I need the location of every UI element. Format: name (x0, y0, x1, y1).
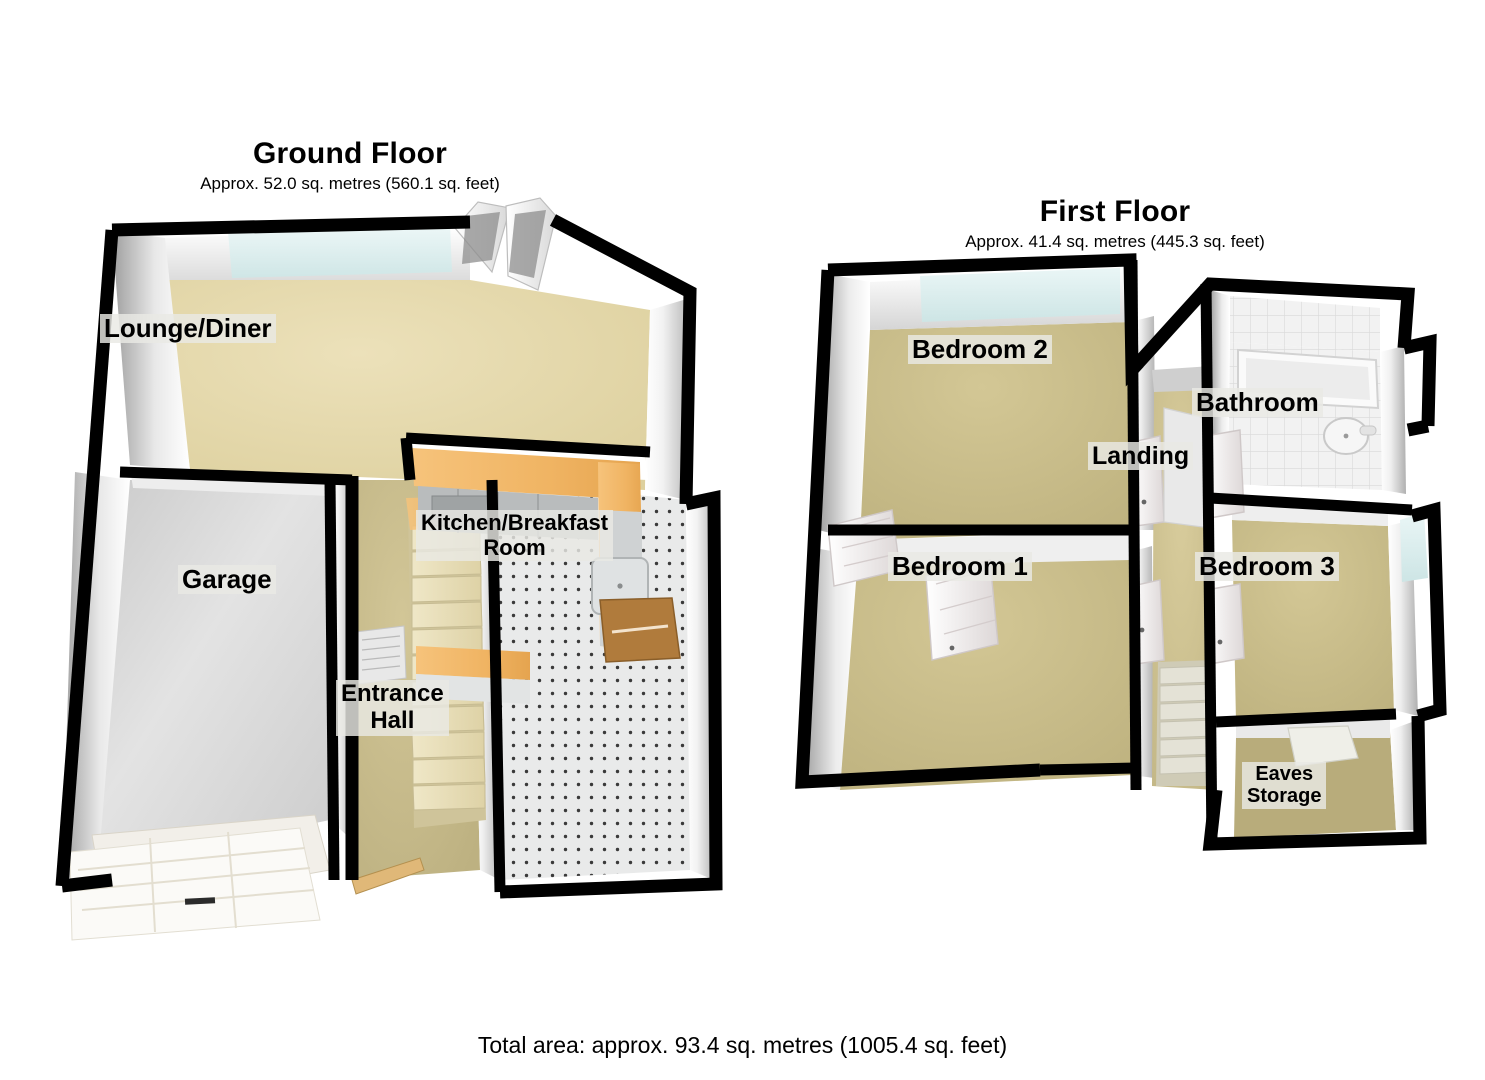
room-label-lounge-diner: Lounge/Diner (100, 313, 276, 344)
total-area-text: Total area: approx. 93.4 sq. metres (100… (477, 1032, 1008, 1058)
room-lounge-diner (112, 224, 690, 500)
bedroom2-window (920, 268, 1120, 322)
garage-west-wall (62, 472, 130, 880)
lounge-glazing (228, 224, 452, 278)
first-floor-area: Approx. 41.4 sq. metres (445.3 sq. feet) (965, 231, 1265, 251)
first-floor-heading: First Floor Approx. 41.4 sq. metres (445… (905, 196, 1325, 250)
room-label-landing: Landing (1088, 442, 1194, 470)
first-floor-plan: Bedroom 2 Bedroom 1 Bedroom 3 Bathroom L… (740, 230, 1460, 910)
first-floor-svg: Bedroom 2 Bedroom 1 Bedroom 3 Bathroom L… (795, 253, 1447, 851)
garage-door[interactable] (69, 814, 331, 941)
eaves-label-line1: Eaves (1255, 763, 1314, 785)
kitchen-label-line2: Room (483, 534, 546, 560)
radiator (355, 625, 407, 685)
bedroom1-floor (840, 552, 1132, 790)
ground-floor-heading: Ground Floor Approx. 52.0 sq. metres (56… (135, 138, 565, 192)
hall-label-line1: Entrance (341, 680, 444, 707)
room-label-bedroom-3: Bedroom 3 (1195, 551, 1339, 582)
bedroom2-west-wall (818, 274, 870, 540)
front-door[interactable] (351, 857, 425, 895)
bathroom-east-wall (1380, 346, 1406, 494)
room-label-bathroom: Bathroom (1192, 387, 1323, 418)
kitchen-east-wall (686, 496, 714, 880)
wash-basin (1323, 417, 1377, 455)
dining-table (599, 597, 681, 663)
room-label-eaves-storage: Eaves Storage (1242, 762, 1327, 809)
ground-floor-title: Ground Floor (252, 137, 448, 170)
eaves-hatch[interactable] (1287, 725, 1359, 767)
eaves-label-line2: Storage (1247, 785, 1322, 808)
lounge-east-wall (645, 298, 690, 500)
lounge-west-wall (112, 230, 190, 470)
ground-floor-svg: Lounge/Diner Garage Kitchen/Breakfast Ro… (55, 197, 723, 941)
ground-floor-area: Approx. 52.0 sq. metres (560.1 sq. feet) (200, 173, 500, 193)
room-label-bedroom-1: Bedroom 1 (888, 551, 1032, 582)
staircase-down (1156, 660, 1217, 786)
first-internal-walls (828, 259, 1413, 845)
first-outer-walls (795, 253, 1447, 851)
first-floor-title: First Floor (1039, 195, 1191, 228)
hall-label-line2: Hall (370, 706, 415, 734)
bedroom3-window (1400, 512, 1428, 582)
room-label-entrance-hall: Entrance Hall (336, 680, 449, 736)
bathroom-north-wall (1230, 296, 1380, 352)
room-label-garage: Garage (178, 564, 276, 595)
landing-north-wall (1152, 366, 1212, 392)
ground-floor-plan: Lounge/Diner Garage Kitchen/Breakfast Ro… (0, 180, 760, 960)
eaves-east-wall (1390, 722, 1416, 830)
bedroom2-floor (860, 322, 1132, 540)
lounge-floor (165, 280, 650, 490)
kitchen-label-line1: Kitchen/Breakfast (421, 510, 609, 535)
room-bedroom-2 (818, 268, 1156, 540)
room-label-kitchen-breakfast: Kitchen/Breakfast Room (416, 510, 614, 562)
room-label-bedroom-2: Bedroom 2 (908, 334, 1052, 365)
